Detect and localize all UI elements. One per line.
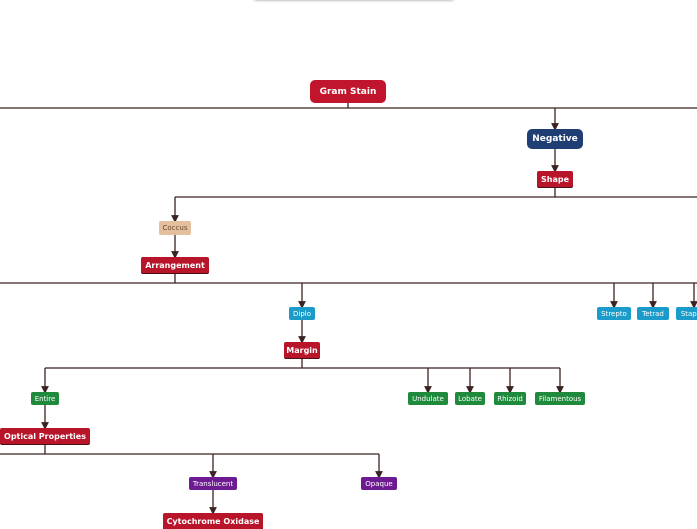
node-opaque[interactable]: Opaque <box>361 477 397 490</box>
node-label: Coccus <box>162 224 188 232</box>
node-tetrad[interactable]: Tetrad <box>637 307 669 320</box>
node-negative[interactable]: Negative <box>527 129 583 149</box>
node-cytochrome[interactable]: Cytochrome Oxidase <box>163 513 263 529</box>
node-lobate[interactable]: Lobate <box>455 392 485 405</box>
node-filamentous[interactable]: Filamentous <box>535 392 585 405</box>
node-label: Negative <box>532 134 578 144</box>
node-label: Translucent <box>192 479 234 488</box>
node-label: Entire <box>34 394 56 403</box>
node-rhizoid[interactable]: Rhizoid <box>494 392 526 405</box>
node-label: Rhizoid <box>497 394 523 403</box>
node-staph[interactable]: Staph <box>676 307 697 320</box>
node-diplo[interactable]: Diplo <box>289 307 315 320</box>
node-label: Cytochrome Oxidase <box>166 516 260 526</box>
node-label: Staph <box>680 309 697 318</box>
node-optical[interactable]: Optical Properties <box>0 428 90 444</box>
node-label: Gram Stain <box>319 86 377 97</box>
node-margin[interactable]: Margin <box>284 342 320 358</box>
node-label: Optical Properties <box>4 431 86 441</box>
node-translucent[interactable]: Translucent <box>189 477 237 490</box>
node-label: Lobate <box>458 394 482 403</box>
node-label: Margin <box>286 345 318 355</box>
node-gram-stain[interactable]: Gram Stain <box>310 80 386 103</box>
connector-bar-shape <box>175 187 556 198</box>
node-strepto[interactable]: Strepto <box>597 307 631 320</box>
node-entire[interactable]: Entire <box>31 392 59 405</box>
node-arrangement[interactable]: Arrangement <box>141 257 209 273</box>
node-label: Undulate <box>412 394 444 403</box>
node-label: Opaque <box>365 479 393 488</box>
node-label: Arrangement <box>145 260 205 270</box>
node-undulate[interactable]: Undulate <box>408 392 448 405</box>
node-label: Diplo <box>292 309 311 318</box>
node-label: Shape <box>540 174 569 184</box>
node-coccus[interactable]: Coccus <box>159 221 191 235</box>
node-label: Tetrad <box>642 309 664 318</box>
node-label: Strepto <box>601 309 627 318</box>
node-shape[interactable]: Shape <box>537 171 573 187</box>
node-label: Filamentous <box>538 394 582 403</box>
